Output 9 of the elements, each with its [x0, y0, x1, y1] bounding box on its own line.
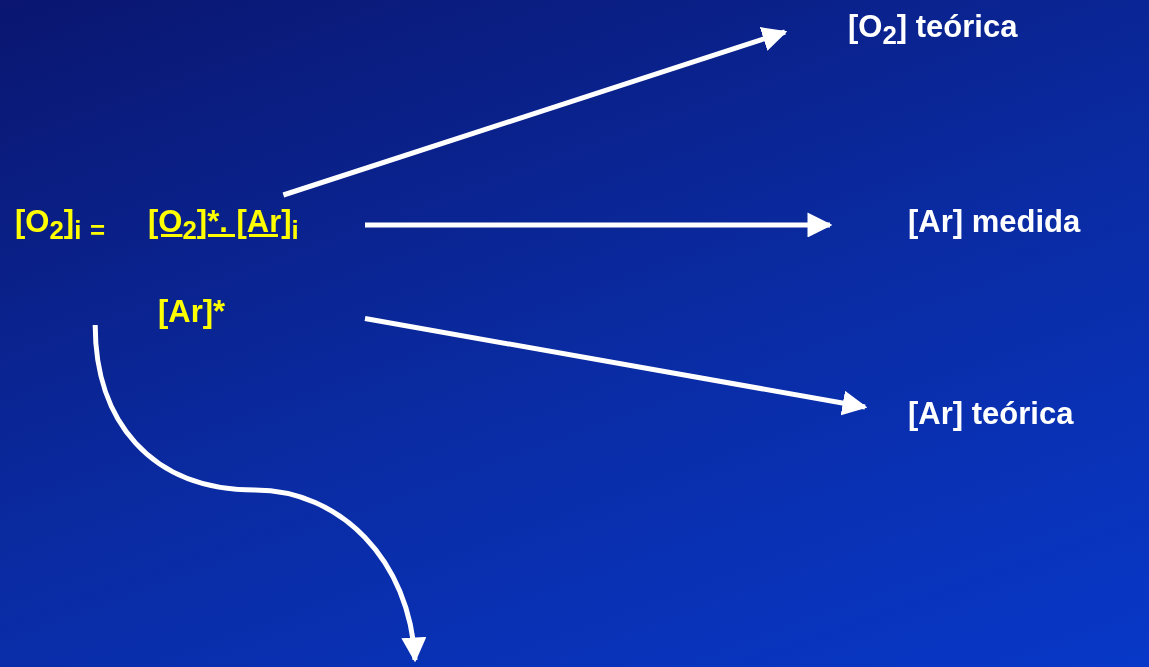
arrow: [365, 212, 833, 238]
formula-text: [Ar]*: [158, 293, 226, 331]
arrow: [282, 27, 788, 198]
label-text: [Ar] teórica: [908, 395, 1074, 433]
label-text: [Ar] medida: [908, 203, 1081, 241]
arrow: [364, 316, 868, 416]
label-text: [O$_{2}$] teórica: [848, 8, 1018, 52]
arrow: [92, 324, 426, 663]
formula-text: [O$_{2}$]*. [Ar]$_{i}$: [148, 203, 299, 247]
